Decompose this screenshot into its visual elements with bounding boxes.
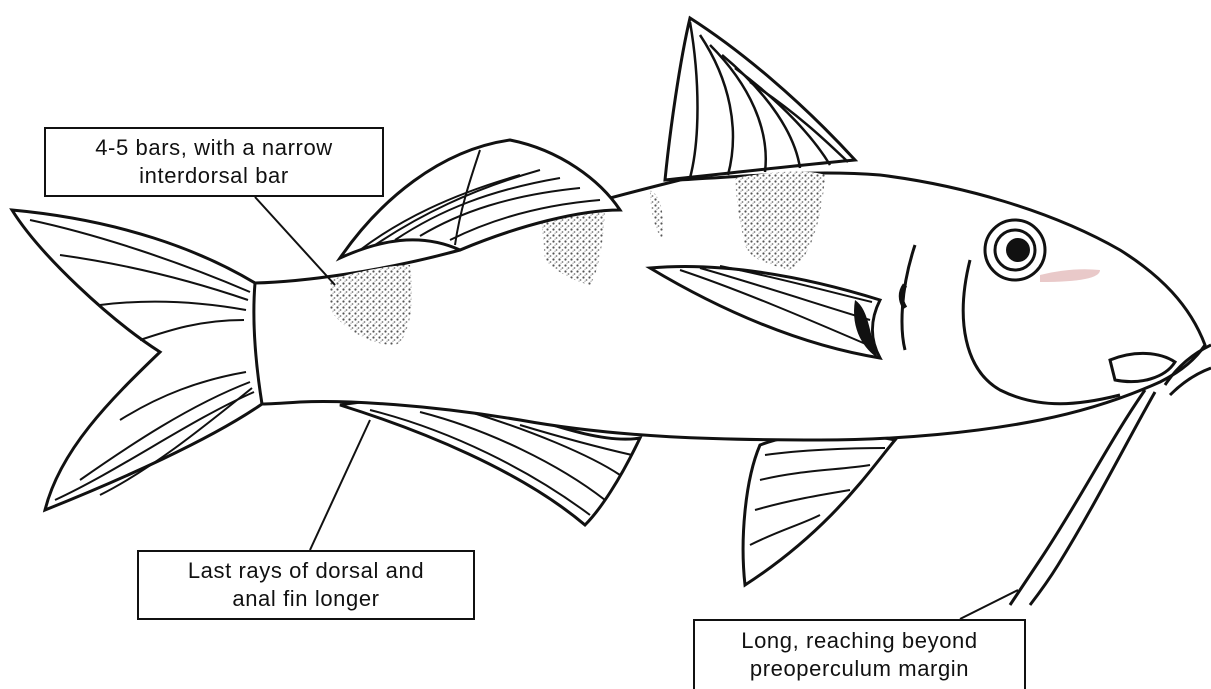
first-dorsal-fin	[665, 18, 855, 180]
callout-barbels-line2: preoperculum margin	[695, 655, 1024, 683]
caudal-fin	[12, 210, 262, 510]
callout-bars: 4-5 bars, with a narrow interdorsal bar	[44, 127, 384, 197]
leader-line-rays	[310, 420, 370, 550]
callout-bars-line1: 4-5 bars, with a narrow	[46, 134, 382, 162]
callout-rays: Last rays of dorsal and anal fin longer	[137, 550, 475, 620]
callout-barbels-line1: Long, reaching beyond	[695, 627, 1024, 655]
pelvic-fin	[743, 433, 895, 585]
callout-rays-line1: Last rays of dorsal and	[139, 557, 473, 585]
callout-bars-line2: interdorsal bar	[46, 162, 382, 190]
leader-line-bars	[255, 197, 335, 285]
callout-rays-line2: anal fin longer	[139, 585, 473, 613]
callout-barbels: Long, reaching beyond preoperculum margi…	[693, 619, 1026, 689]
